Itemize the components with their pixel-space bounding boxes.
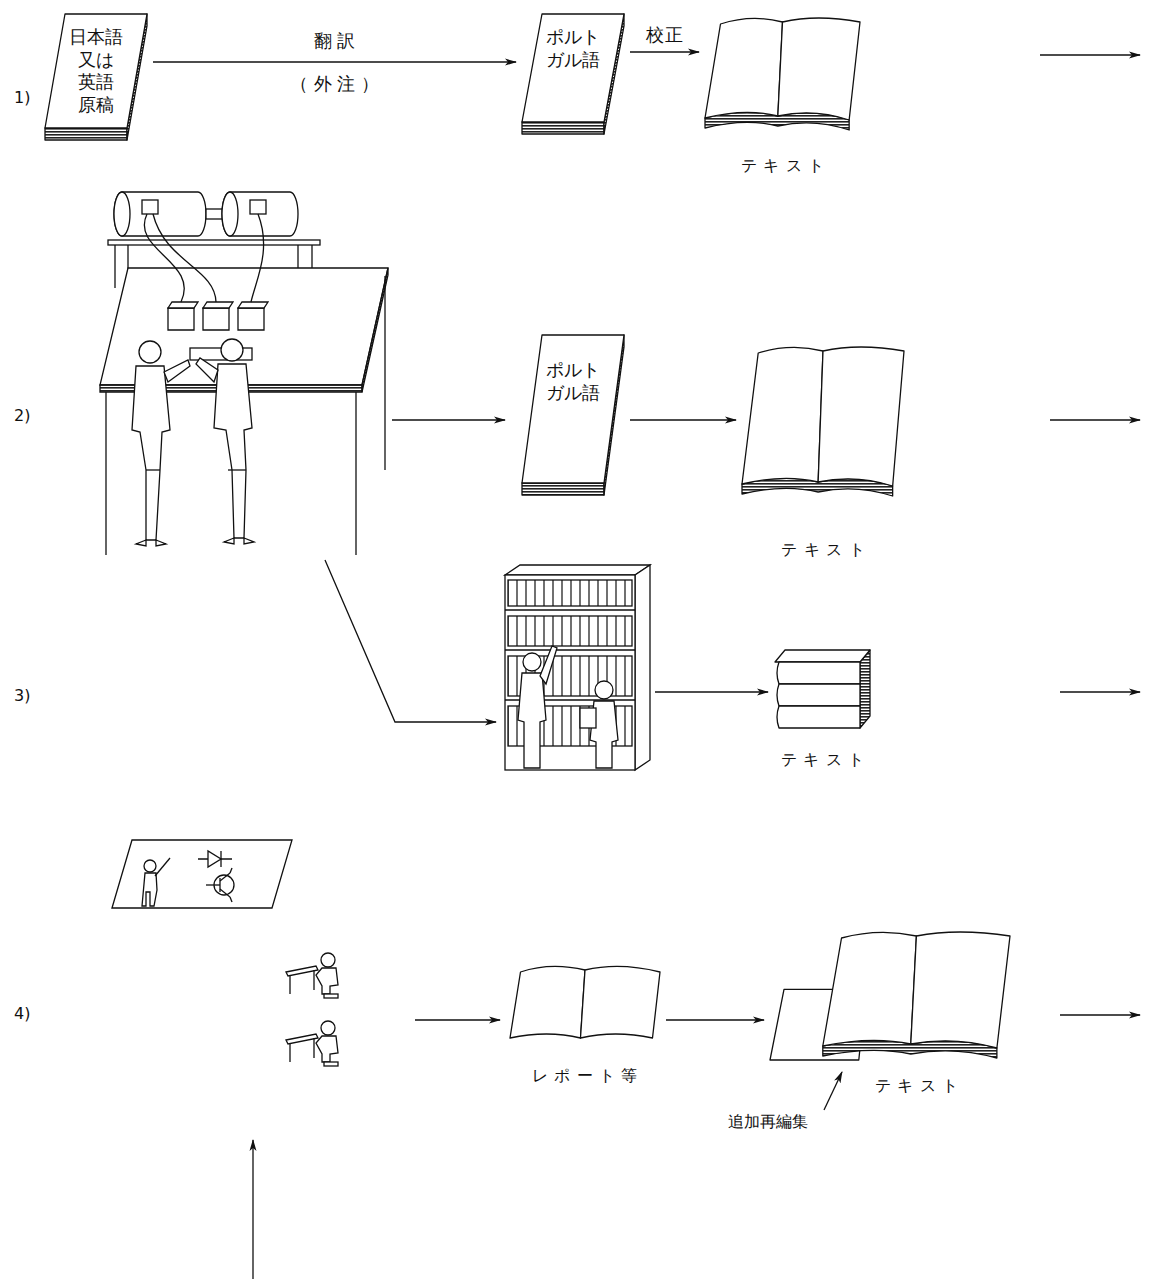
closed-book: ポルト ガル語 xyxy=(522,335,624,495)
book-outline xyxy=(860,650,870,728)
open-book: テキスト xyxy=(705,16,860,177)
closed-book: 日本語 又は 英語 原稿 xyxy=(45,14,147,140)
row-number: 1) xyxy=(14,88,30,107)
book-stack: テキスト xyxy=(775,650,870,771)
test-bench-illustration xyxy=(100,192,388,555)
callout-text: 追加再編集 xyxy=(728,1112,808,1133)
open-book-shape xyxy=(705,16,860,177)
book-outline xyxy=(522,14,624,122)
lecture-illustration xyxy=(112,840,338,1066)
arrow-label: 翻訳 （外注） xyxy=(285,19,384,105)
arrow-label: 校正 xyxy=(644,24,685,46)
closed-book: ポルト ガル語 xyxy=(522,14,624,134)
text-block: テキスト xyxy=(868,1076,964,1097)
book-outline xyxy=(911,932,1010,1048)
text-block: テキスト xyxy=(775,540,871,561)
book-caption: テキスト xyxy=(735,156,831,177)
book-outline xyxy=(510,966,585,1038)
open-book-with-sheet-shape xyxy=(770,930,1010,1097)
flow-arrow xyxy=(630,419,736,420)
book-outline xyxy=(777,662,860,684)
book-outline xyxy=(778,18,860,120)
text-block: テキスト xyxy=(775,750,871,771)
open-book: テキスト xyxy=(742,345,904,561)
book-outline xyxy=(777,706,860,728)
open-book-with-sheet: テキスト xyxy=(770,930,1010,1097)
book-title: 日本語 又は 英語 原稿 xyxy=(69,26,123,116)
book-outline xyxy=(705,18,783,118)
book-title: ポルト ガル語 xyxy=(546,359,600,404)
text-block: テキスト xyxy=(735,156,831,177)
book-caption: テキスト xyxy=(775,540,871,561)
book-caption: レポート等 xyxy=(526,1066,644,1087)
report-booklet: レポート等 xyxy=(510,962,660,1087)
book-outline xyxy=(775,650,870,662)
book-outline xyxy=(777,684,860,706)
text-block: レポート等 xyxy=(526,1066,644,1087)
flow-arrow xyxy=(630,51,699,52)
connectors xyxy=(153,52,764,1020)
book-outline xyxy=(45,128,127,140)
row-number: 4) xyxy=(14,1004,30,1023)
book-outline xyxy=(818,347,904,486)
text-block: 日本語 又は 英語 原稿 xyxy=(69,26,123,116)
book-caption: テキスト xyxy=(775,750,871,771)
flow-arrows xyxy=(253,55,1140,1279)
book-title: ポルト ガル語 xyxy=(546,26,600,71)
book-outline xyxy=(522,335,624,483)
library-illustration xyxy=(505,565,650,770)
open-book-shape xyxy=(742,345,904,561)
book-caption: テキスト xyxy=(868,1076,964,1097)
text-block: ポルト ガル語 xyxy=(546,26,600,71)
row-number: 3) xyxy=(14,686,30,705)
flow-arrow xyxy=(153,61,516,62)
book-outline xyxy=(581,966,661,1038)
book-outline xyxy=(522,483,604,495)
row-number: 2) xyxy=(14,406,30,425)
book-outline xyxy=(742,347,823,484)
book-outline xyxy=(522,122,604,134)
book-outline xyxy=(823,932,917,1046)
text-block: ポルト ガル語 xyxy=(546,359,600,404)
flow-arrow xyxy=(666,1019,764,1020)
book-outline xyxy=(45,14,147,128)
